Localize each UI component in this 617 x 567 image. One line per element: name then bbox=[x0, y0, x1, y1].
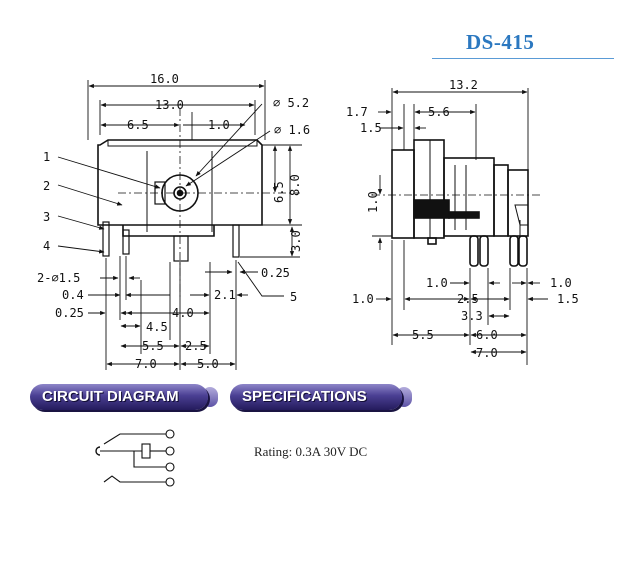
side-dim-2-5: 2.5 bbox=[457, 292, 479, 306]
dim-4-0: 4.0 bbox=[172, 306, 194, 320]
side-front-flange bbox=[391, 149, 415, 239]
dim-6-5-vert: 6.5 bbox=[272, 181, 286, 203]
side-dim-1-7: 1.7 bbox=[346, 105, 368, 119]
dim-hole-1-6: ∅ 1.6 bbox=[274, 123, 310, 137]
pin-right bbox=[232, 224, 240, 258]
side-dim-1-0-right: 1.0 bbox=[550, 276, 572, 290]
side-dim-13-2: 13.2 bbox=[449, 78, 478, 92]
dim-8-0-vert: 8.0 bbox=[288, 174, 302, 196]
dim-3-0-vert: 3.0 bbox=[289, 230, 303, 252]
dim-2-dia-1-5: 2-∅1.5 bbox=[37, 271, 80, 285]
side-dim-7-0: 7.0 bbox=[476, 346, 498, 360]
front-dimensions bbox=[57, 80, 302, 370]
part-number-title: DS-415 bbox=[466, 30, 535, 54]
callout-1: 1 bbox=[43, 150, 50, 164]
dim-6-5: 6.5 bbox=[127, 118, 149, 132]
side-dim-1-5-top: 1.5 bbox=[360, 121, 382, 135]
dim-0-25-left: 0.25 bbox=[55, 306, 84, 320]
callout-5: 5 bbox=[290, 290, 297, 304]
dim-2-1: 2.1 bbox=[214, 288, 236, 302]
dim-0-4: 0.4 bbox=[62, 288, 84, 302]
side-dim-3-3: 3.3 bbox=[461, 309, 483, 323]
side-dim-5-6: 5.6 bbox=[428, 105, 450, 119]
dim-hole-5-2: ∅ 5.2 bbox=[273, 96, 309, 110]
side-dim-1-0-vert: 1.0 bbox=[366, 191, 380, 213]
side-dimensions bbox=[372, 88, 548, 365]
dim-5-5: 5.5 bbox=[142, 339, 164, 353]
dim-4-5: 4.5 bbox=[146, 320, 168, 334]
front-view bbox=[97, 108, 300, 300]
circuit-diagram-header: CIRCUIT DIAGRAM bbox=[30, 384, 218, 410]
side-dim-5-5: 5.5 bbox=[412, 328, 434, 342]
dim-16-0: 16.0 bbox=[150, 72, 179, 86]
side-dim-1-5-right: 1.5 bbox=[557, 292, 579, 306]
side-labels: 13.2 1.7 5.6 1.5 1.0 1.0 1.0 1.0 2.5 1.5… bbox=[346, 78, 579, 360]
circuit-diagram bbox=[95, 429, 175, 487]
side-view bbox=[372, 139, 540, 267]
front-labels: 16.0 13.0 6.5 1.0 ∅ 5.2 ∅ 1.6 6.5 8.0 3.… bbox=[37, 72, 310, 371]
dim-13-0: 13.0 bbox=[155, 98, 184, 112]
side-dim-1-0-mid: 1.0 bbox=[426, 276, 448, 290]
dim-2-5: 2.5 bbox=[185, 339, 207, 353]
title-underline bbox=[432, 58, 614, 59]
dim-5-0: 5.0 bbox=[197, 357, 219, 371]
dim-1-0: 1.0 bbox=[208, 118, 230, 132]
callout-2: 2 bbox=[43, 179, 50, 193]
dim-0-25-right: 0.25 bbox=[261, 266, 290, 280]
callout-4: 4 bbox=[43, 239, 50, 253]
specifications-header: SPECIFICATIONS bbox=[230, 384, 412, 410]
side-dim-6-0: 6.0 bbox=[476, 328, 498, 342]
rating-text: Rating: 0.3A 30V DC bbox=[254, 444, 368, 459]
pin-center bbox=[173, 235, 189, 262]
side-dim-1-0-left: 1.0 bbox=[352, 292, 374, 306]
dim-7-0: 7.0 bbox=[135, 357, 157, 371]
callout-3: 3 bbox=[43, 210, 50, 224]
pin-left bbox=[102, 221, 110, 257]
front-body-outline bbox=[97, 139, 263, 226]
